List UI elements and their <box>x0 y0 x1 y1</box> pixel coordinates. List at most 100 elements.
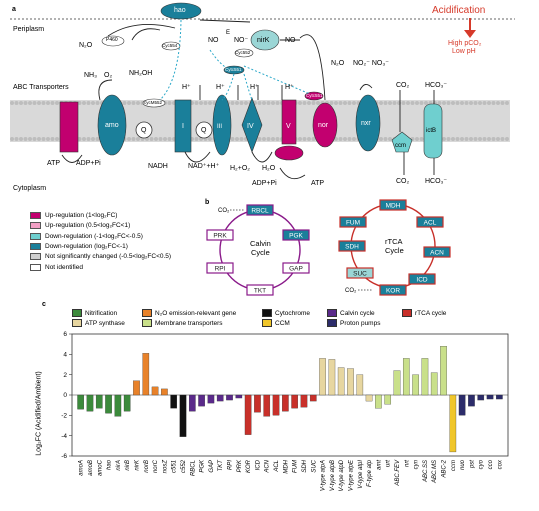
x-tick-label: nuo <box>460 459 466 470</box>
chem-hco3-bot: HCO₃⁻ <box>425 178 448 185</box>
calvin-node-gap: GAP <box>282 262 310 274</box>
x-tick-label: urt <box>386 460 392 467</box>
panel-b-diagram: RBCLPGKGAPTKTRPIPRKMDHACLACNICDKORSUCSDH… <box>206 199 451 296</box>
panel-a-label: a <box>12 6 16 13</box>
panel-c-legend-item: Nitrification <box>72 309 117 317</box>
ccm-protein <box>391 131 413 153</box>
rtca-node-kor: KOR <box>379 284 407 296</box>
nirk-protein <box>250 29 280 51</box>
chem-h4: H⁺ <box>285 84 294 91</box>
nirk-label: nirK <box>257 37 270 44</box>
x-tick-label: PGK <box>200 459 206 473</box>
bar-FUM <box>291 394 298 409</box>
bar-nosZ <box>161 388 168 396</box>
legend-a-text: Down-regulation (-1<log₂FC<-0.5) <box>45 232 143 240</box>
calvin-node-pgk-text: PGK <box>289 232 303 239</box>
bar-V-type atpA <box>319 358 326 396</box>
panel-c-legend-swatch <box>262 319 272 327</box>
chem-hco3-top: HCO₃⁻ <box>425 82 448 89</box>
bar-hao <box>105 394 112 414</box>
co2-label-a: CO₂ <box>218 208 230 214</box>
x-tick-label: F-type atp <box>367 459 373 487</box>
complex-v <box>281 99 297 145</box>
complex-iii-label: III <box>217 124 223 130</box>
panel-c-legend-text: Proton pumps <box>340 319 381 327</box>
chem-atp1: ATP <box>47 160 61 167</box>
bar-nirK <box>133 380 140 396</box>
panel-c-legend-swatch <box>327 309 337 317</box>
x-tick-label: SUC <box>311 459 317 472</box>
x-tick-label: RBCL <box>190 460 196 476</box>
cytc551b-protein <box>304 91 324 101</box>
ictb-protein <box>423 103 443 159</box>
legend-a-swatch <box>30 222 41 230</box>
panel-c-legend-swatch <box>142 319 152 327</box>
rtca-node-mdh: MDH <box>379 199 407 211</box>
chem-h2: H⁺ <box>216 84 225 91</box>
p460-label: P460 <box>106 37 118 43</box>
chem-n2o-right: N₂O <box>331 60 345 67</box>
bar-nirB <box>123 394 131 412</box>
legend-a-item: Down-regulation (log₂FC<-1) <box>30 242 128 250</box>
legend-a-swatch <box>30 263 41 271</box>
y-tick-label: 2 <box>63 372 67 379</box>
bar-ACN <box>263 394 271 417</box>
panel-c-legend-swatch <box>262 309 272 317</box>
bar-RBCL <box>188 394 196 412</box>
bar-amoB <box>86 394 94 412</box>
bar-cyo <box>477 394 485 401</box>
abc-transporters-label: ABC Transporters <box>13 84 69 91</box>
legend-a-swatch <box>30 232 41 240</box>
legend-a-swatch <box>30 253 41 261</box>
bar-ABC-2 <box>440 346 447 396</box>
legend-a-swatch <box>30 212 41 219</box>
y-tick-label: 4 <box>63 352 67 359</box>
bar-MDH <box>282 394 289 412</box>
x-tick-label: amoA <box>79 460 85 476</box>
panel-c-legend-swatch <box>72 319 82 327</box>
bar-GAP <box>207 394 215 404</box>
rtca-node-suc-text: SUC <box>353 270 367 277</box>
bar-SDH <box>300 394 308 408</box>
bar-SUC <box>309 394 317 402</box>
panel-c-legend-item: CCM <box>262 319 290 327</box>
co2-label-b: CO₂ <box>345 288 357 294</box>
cyc554-protein <box>161 41 181 51</box>
panel-c-legend-item: Calvin cycle <box>327 309 375 317</box>
rtca-node-sdh-text: SDH <box>345 243 359 250</box>
chem-h2o: H₂O <box>262 165 276 172</box>
chem-atp2: ATP <box>311 180 325 187</box>
legend-a-item: Up-regulation (1<log₂FC) <box>30 212 117 219</box>
panel-c-legend-text: CCM <box>275 319 290 327</box>
protein-up1 <box>59 101 79 153</box>
x-tick-label: GAP <box>209 460 215 473</box>
x-tick-label: norB <box>144 460 150 473</box>
legend-a-text: Down-regulation (log₂FC<-1) <box>45 242 128 250</box>
chem-nad: NAD⁺+H⁺ <box>188 163 220 170</box>
panel-a-diagram <box>10 2 515 180</box>
legend-a-text: Up-regulation (0.5<log₂FC<1) <box>45 222 131 230</box>
legend-a: Up-regulation (1<log₂FC) Up-regulation (0… <box>30 212 200 274</box>
bar-urt <box>384 394 392 405</box>
rtca-node-icd: ICD <box>408 273 436 285</box>
bar-amt <box>375 394 382 409</box>
x-tick-label: V-type atpD <box>339 459 345 491</box>
chem-nh2oh: NH₂OH <box>129 70 153 77</box>
panel-c-legend-text: Cytochrome <box>275 309 311 317</box>
cyc552-label: Cyc552 <box>235 50 251 55</box>
bar-cox <box>496 394 503 400</box>
x-tick-label: PRK <box>237 459 243 472</box>
complex-iii <box>212 94 232 156</box>
chem-nh3: NH₃ <box>84 72 97 79</box>
x-tick-label: ABC.MS <box>432 460 438 484</box>
cytc551b-label: Cytc551 <box>306 93 323 98</box>
bar-PRK <box>235 394 243 399</box>
chem-no-right: NO <box>285 37 296 44</box>
bar-norC <box>151 386 159 396</box>
calvin-subtitle: Cycle <box>251 248 270 257</box>
x-tick-label: cyo <box>479 459 485 469</box>
legend-a-text: Not significantly changed (-0.5<log₂FC<0… <box>45 253 172 261</box>
y-tick-label: -6 <box>61 453 67 460</box>
bar-c551 <box>170 394 178 409</box>
